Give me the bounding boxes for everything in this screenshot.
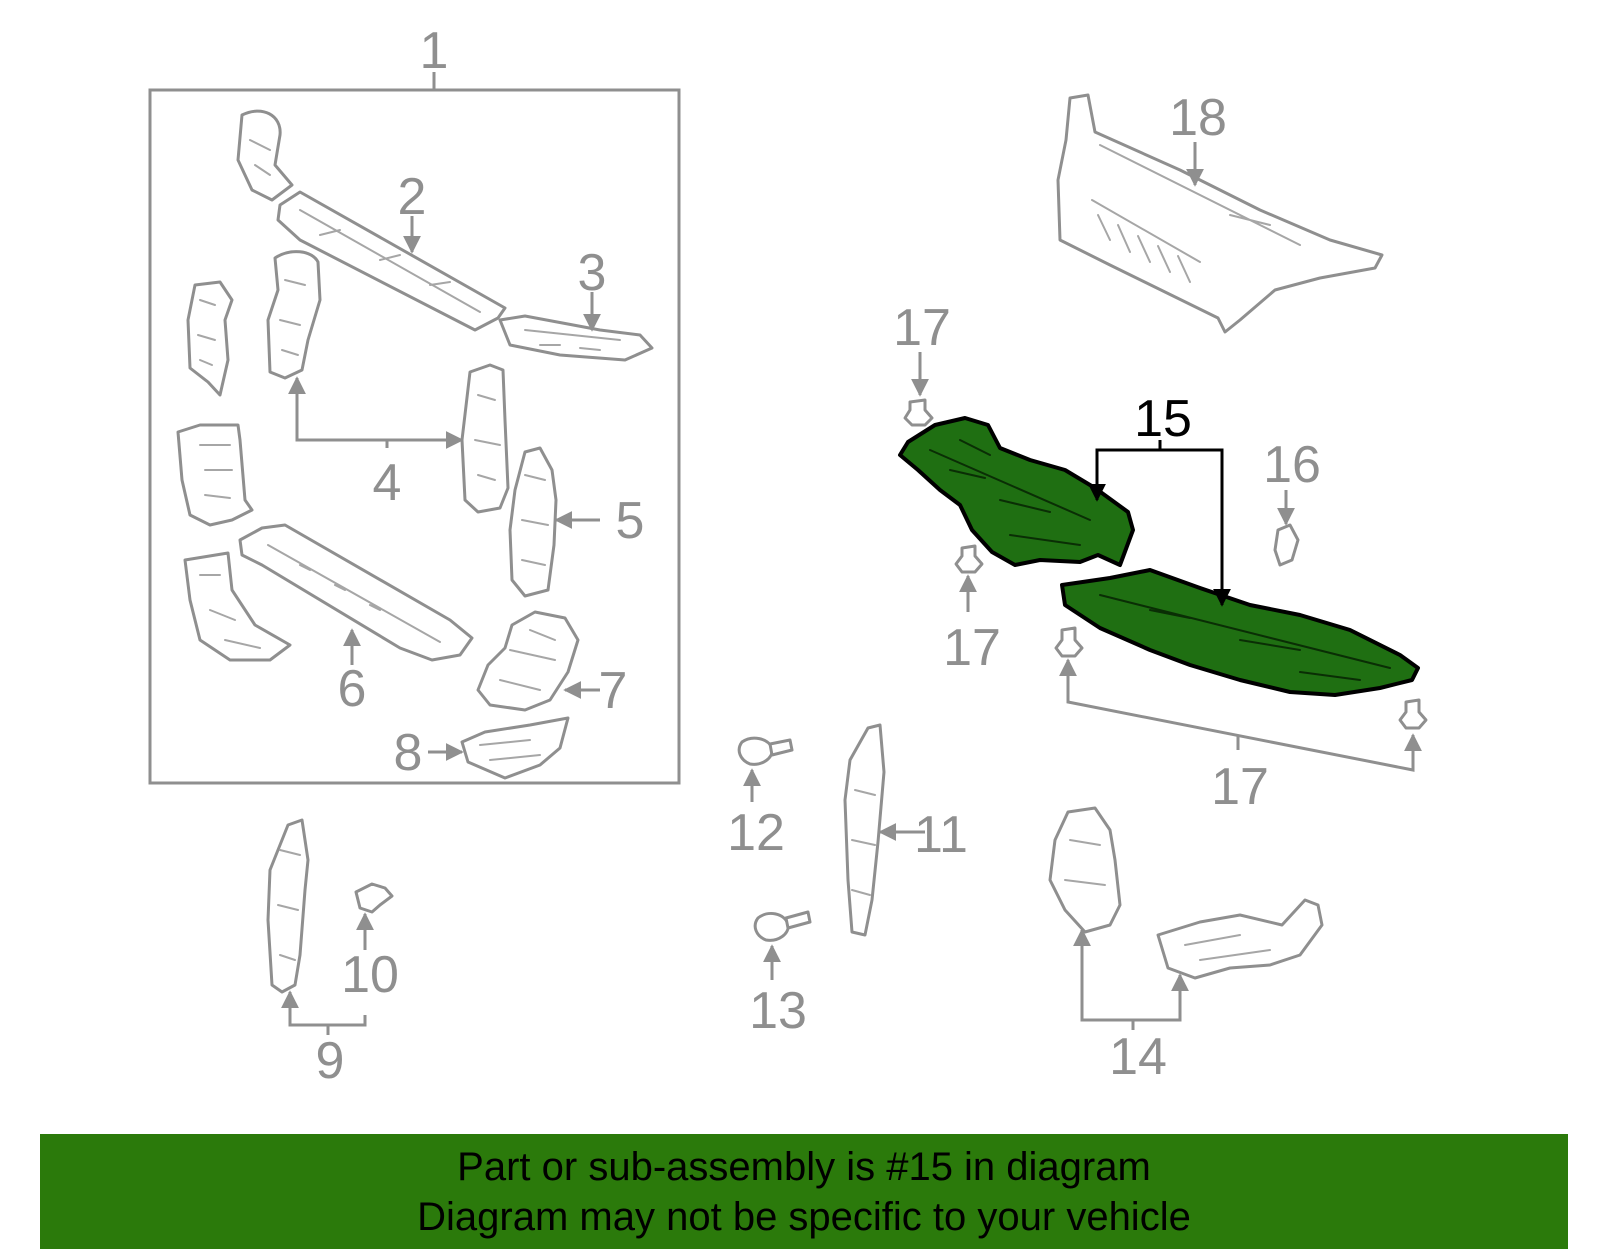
callout-15: 15 <box>1134 390 1192 448</box>
part-4-vertical-supports <box>266 250 510 514</box>
part-10-clip <box>354 882 394 914</box>
part-6-lower-support <box>238 523 474 662</box>
part-11-pillar <box>843 723 886 937</box>
banner-line-2: Diagram may not be specific to your vehi… <box>417 1194 1191 1239</box>
part-12-bolt <box>737 736 794 766</box>
callout-17-upper: 17 <box>893 299 951 357</box>
callout-16: 16 <box>1263 436 1321 494</box>
callout-17-middle: 17 <box>943 619 1001 677</box>
part-8-plate <box>460 716 570 780</box>
callout-17-lower: 17 <box>1211 758 1269 816</box>
assembly-1-frame <box>148 88 681 785</box>
part-14-brackets <box>1048 806 1324 980</box>
callout-7: 7 <box>599 662 628 720</box>
info-banner: Part or sub-assembly is #15 in diagram D… <box>40 1134 1568 1249</box>
part-9-bracket <box>266 818 310 994</box>
callout-11: 11 <box>914 806 968 864</box>
callout-9: 9 <box>316 1032 345 1090</box>
part-5-support <box>508 446 558 598</box>
part-16-clip <box>1273 523 1300 567</box>
part-15-lower-shield[interactable] <box>1060 568 1420 697</box>
callout-6: 6 <box>338 660 367 718</box>
callout-3: 3 <box>578 244 607 302</box>
part-3-side-bracket <box>498 314 654 362</box>
part-2-upper-support <box>236 109 507 332</box>
callout-18: 18 <box>1169 89 1227 147</box>
callout-4: 4 <box>373 454 402 512</box>
callout-10: 10 <box>341 946 399 1004</box>
callout-1: 1 <box>420 22 449 80</box>
left-side-brackets <box>176 280 292 662</box>
banner-line-1: Part or sub-assembly is #15 in diagram <box>457 1144 1151 1189</box>
callout-12: 12 <box>727 804 785 862</box>
callout-5: 5 <box>616 492 645 550</box>
part-13-bolt <box>753 910 812 942</box>
part-18-grille <box>1056 93 1384 334</box>
callout-2: 2 <box>398 168 427 226</box>
part-7-bracket <box>476 610 580 712</box>
callout-8: 8 <box>394 724 423 782</box>
callout-14: 14 <box>1109 1028 1167 1086</box>
callout-13: 13 <box>749 982 807 1040</box>
